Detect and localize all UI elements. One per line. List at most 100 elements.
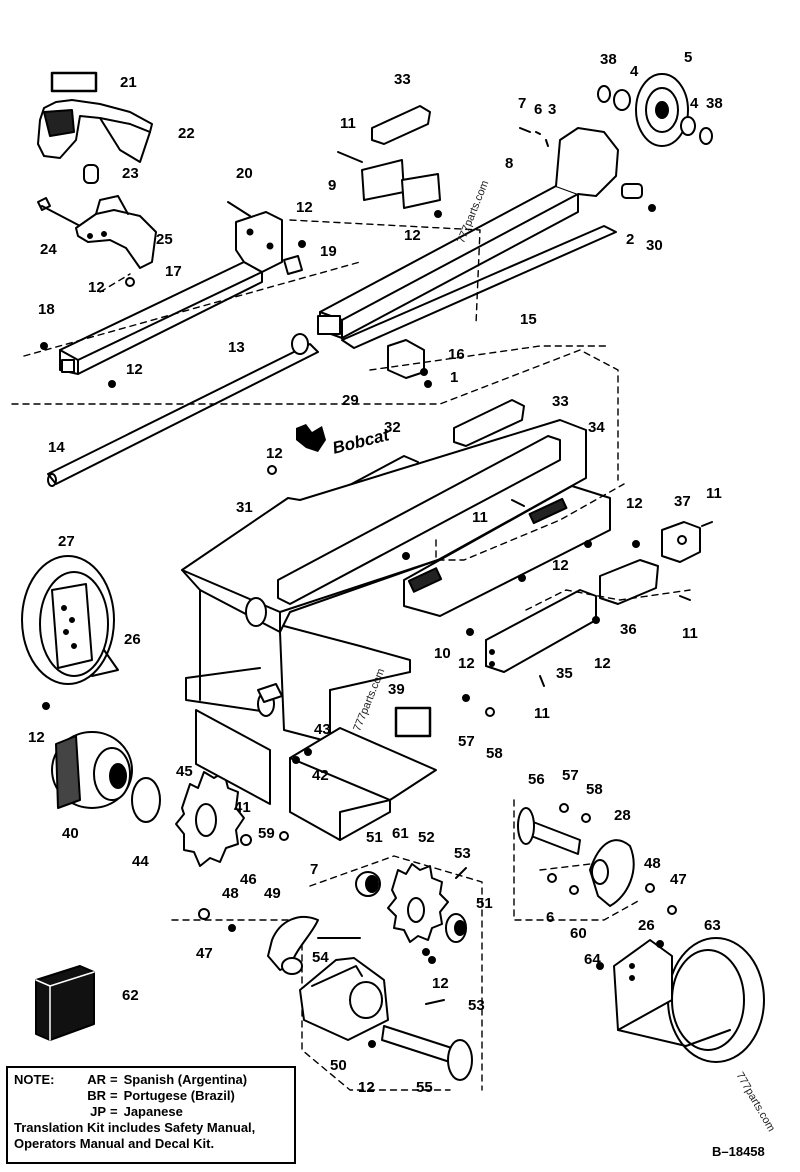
bracket-36 [599,559,659,605]
callout-60: 60 [570,925,587,942]
callout-43: 43 [314,721,331,738]
callout-44: 44 [132,853,149,870]
callout-42: 42 [312,767,329,784]
callout-58-b: 58 [586,781,603,798]
callout-48-b: 48 [644,855,661,872]
note-eq: = [110,1104,118,1119]
callout-11-b: 11 [472,509,488,526]
note-eq: = [110,1072,118,1087]
callout-16: 16 [448,346,465,363]
callout-21: 21 [120,74,137,91]
callout-38-a: 38 [600,51,617,68]
callout-52: 52 [418,829,435,846]
callout-15: 15 [520,311,537,328]
callout-57-b: 57 [562,767,579,784]
bobcat-logo-mark [296,424,326,452]
sprocket-45 [175,771,245,867]
callout-46: 46 [240,871,257,888]
callout-11-e: 11 [534,705,550,722]
callout-17: 17 [165,263,182,280]
callout-49: 49 [264,885,281,902]
callout-40: 40 [62,825,79,842]
decal-21 [50,71,98,93]
callout-33-b: 33 [552,393,569,410]
callout-53-b: 53 [468,997,485,1014]
note-row-br: BR = Portugese (Brazil) [14,1088,288,1104]
note-lang: Portugese (Brazil) [123,1088,235,1103]
note-label: NOTE: [14,1072,55,1087]
callout-3: 3 [548,101,557,118]
callout-27: 27 [58,533,75,550]
callout-37: 37 [674,493,691,510]
shaft-55 [381,1025,459,1065]
callout-35: 35 [556,665,573,682]
callout-36: 36 [620,621,637,638]
callout-13: 13 [228,339,245,356]
callout-7-a: 7 [518,95,527,112]
bushing-2 [621,183,643,199]
callout-61: 61 [392,825,409,842]
clip-19 [283,255,303,275]
callout-5: 5 [684,49,693,66]
callout-32: 32 [384,419,401,436]
callout-14: 14 [48,439,65,456]
callout-58-a: 58 [486,745,503,762]
callout-1: 1 [450,369,459,386]
callout-29: 29 [342,392,359,409]
decal-39 [394,706,432,738]
callout-9: 9 [328,177,337,194]
callout-30: 30 [646,237,663,254]
note-lang: Spanish (Argentina) [123,1072,248,1087]
callout-59: 59 [258,825,275,842]
callout-51-b: 51 [476,895,493,912]
callout-25: 25 [156,231,173,248]
gearbox-50 [299,957,389,1041]
note-code: JP [90,1104,106,1119]
callout-18: 18 [38,301,55,318]
callout-62: 62 [122,987,139,1004]
bracket-25 [75,209,157,269]
callout-12-h: 12 [458,655,475,672]
auger-28 [589,839,635,907]
callout-12-g: 12 [552,557,569,574]
callout-11-d: 11 [682,625,698,642]
callout-20: 20 [236,165,253,182]
callout-12-l: 12 [358,1079,375,1096]
callout-12-c: 12 [126,361,143,378]
callout-8: 8 [505,155,514,172]
note-eq: = [110,1088,118,1103]
callout-47-b: 47 [670,871,687,888]
pin-23 [83,164,99,184]
drawing-number: B–18458 [712,1144,765,1159]
note-code: AR [87,1072,106,1087]
plate-59 [195,709,271,805]
mount-plate-20 [235,211,283,273]
callout-28: 28 [614,807,631,824]
cover-33-low [453,399,525,447]
note-row-ar: NOTE: AR = Spanish (Argentina) [14,1072,288,1088]
callout-7-b: 7 [310,861,319,878]
callout-55: 55 [416,1079,433,1096]
callout-31: 31 [236,499,253,516]
callout-6-a: 6 [534,101,543,118]
callout-64: 64 [584,951,601,968]
callout-38-b: 38 [706,95,723,112]
callout-57-a: 57 [458,733,475,750]
callout-26-a: 26 [124,631,141,648]
note-code: BR [87,1088,106,1103]
bracket-37 [661,521,701,563]
callout-23: 23 [122,165,139,182]
callout-11-a: 11 [340,115,356,132]
callout-56: 56 [528,771,545,788]
callout-26-b: 26 [638,917,655,934]
callout-41: 41 [234,799,251,816]
manual-62 [35,965,95,1041]
callout-51-a: 51 [366,829,383,846]
callout-12-d: 12 [404,227,421,244]
callout-45: 45 [176,763,193,780]
rod-13 [47,343,319,485]
callout-63: 63 [704,917,721,934]
hub-44 [131,777,161,823]
callout-24: 24 [40,241,57,258]
